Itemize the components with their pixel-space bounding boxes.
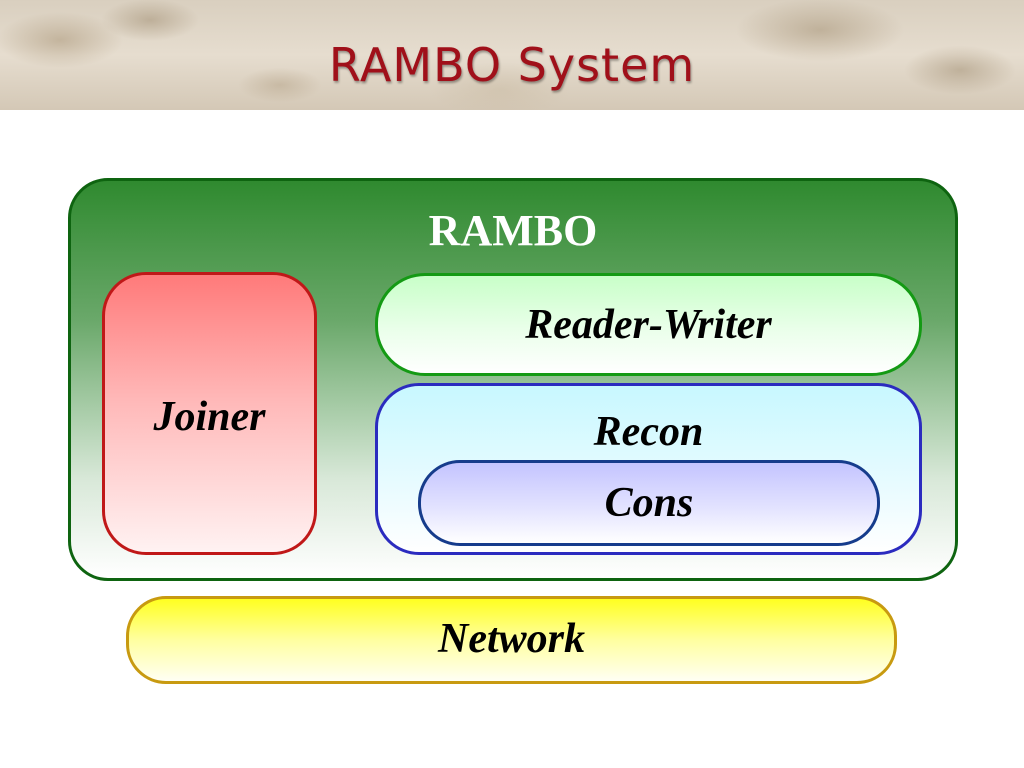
network-label: Network bbox=[438, 616, 585, 662]
network-box: Network bbox=[126, 596, 897, 684]
title-banner bbox=[0, 0, 1024, 110]
cons-label: Cons bbox=[604, 480, 694, 526]
reader-writer-box: Reader-Writer bbox=[375, 273, 922, 376]
slide-title: RAMBO System bbox=[328, 38, 696, 92]
joiner-box: Joiner bbox=[102, 272, 317, 555]
reader-writer-label: Reader-Writer bbox=[525, 302, 772, 348]
cons-box: Cons bbox=[418, 460, 880, 546]
recon-label: Recon bbox=[593, 409, 704, 455]
rambo-label: RAMBO bbox=[428, 206, 598, 255]
joiner-label: Joiner bbox=[153, 394, 266, 440]
